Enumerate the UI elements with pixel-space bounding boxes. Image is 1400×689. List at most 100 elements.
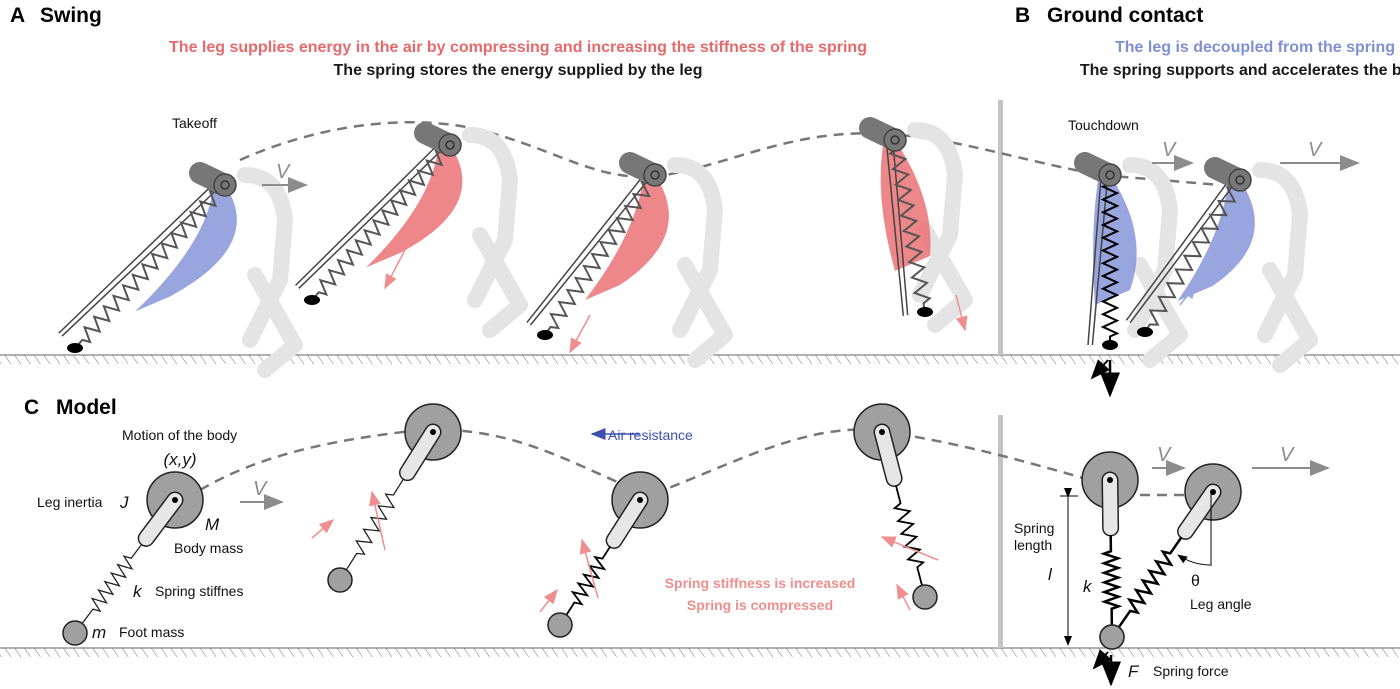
leg-link [607, 493, 647, 548]
xy-label: (x,y) [163, 450, 196, 469]
frame-rod [1087, 174, 1102, 346]
spring [544, 174, 656, 336]
force-arrow [955, 294, 968, 332]
k-symbol-b: k [1083, 577, 1093, 596]
spring-length-label-2: length [1014, 537, 1052, 553]
panel-b-subtitle-black: The spring supports and accelerates the … [1080, 62, 1400, 79]
roller-hub [445, 140, 455, 150]
leg-link [139, 493, 182, 546]
frame-rod [529, 173, 654, 326]
roller-hub [890, 135, 900, 145]
roller-end [438, 133, 462, 157]
foot-mass-circle [62, 620, 88, 646]
panel-a-title: Swing [40, 4, 102, 27]
roller-hub [650, 170, 660, 180]
leg-link [875, 425, 902, 486]
leg-link [400, 425, 440, 480]
motion-label: Motion of the body [122, 427, 237, 443]
model-unit [1081, 451, 1139, 650]
force-arrow [311, 519, 335, 539]
force-arrow [539, 588, 558, 613]
takeoff-label: Takeoff [172, 115, 217, 131]
frame-rod [1091, 174, 1109, 346]
model-unit [853, 403, 938, 610]
velocity-label: V [276, 161, 291, 183]
spring [311, 144, 451, 301]
cyclist-figure [58, 162, 303, 378]
velocity-label: V [1280, 444, 1295, 466]
hip-joint [637, 497, 643, 503]
roller-end [643, 163, 667, 187]
spring [1100, 534, 1123, 626]
panel-b-subtitle-blue: The leg is decoupled from the spring [1115, 39, 1395, 56]
ghost-rider [1122, 157, 1188, 368]
ghost-rider [462, 127, 528, 338]
M-symbol: M [205, 515, 220, 534]
force-arrow [1179, 283, 1197, 306]
model-unit [1099, 463, 1242, 650]
spring-force-arrow-diag [1092, 649, 1112, 670]
divider-top [998, 100, 1003, 355]
frame-rod [61, 182, 224, 337]
note-compressed: Spring is compressed [687, 597, 833, 613]
velocity-label: V [1308, 139, 1323, 161]
leg-link [1103, 473, 1118, 535]
leg-shape [135, 185, 237, 312]
ground-force-arrow-top-diag [1090, 359, 1110, 380]
foot [917, 307, 933, 317]
spring [74, 184, 226, 349]
force-arrow [880, 536, 939, 561]
leg-angle-arc [1177, 554, 1211, 566]
frame-rod [298, 142, 449, 289]
cyclist-figure [1125, 157, 1318, 373]
spring [1117, 536, 1183, 628]
swing-figures [58, 117, 1318, 378]
cyclist-figure [859, 117, 973, 333]
frame-rod [885, 141, 905, 316]
body-mass-label: Body mass [174, 540, 243, 556]
spring [1100, 175, 1120, 345]
spring [81, 543, 143, 624]
panel-b-title: Ground contact [1047, 4, 1203, 27]
F-symbol: F [1128, 662, 1140, 681]
leg-shape [366, 145, 463, 268]
velocity-label: V [1157, 444, 1172, 466]
foot [67, 343, 83, 353]
touchdown-label: Touchdown [1068, 117, 1139, 133]
air-resistance-label: Air resistance [608, 427, 693, 443]
panel-b-letter: B [1015, 4, 1030, 27]
l-symbol: l [1048, 565, 1053, 584]
ground-hatch-bottom [0, 648, 1400, 657]
hip-joint [879, 429, 885, 435]
foot-mass-circle [912, 584, 938, 610]
leg-shape [585, 175, 669, 300]
spring [892, 484, 926, 586]
roller-end [883, 128, 907, 152]
hip-joint [172, 497, 178, 503]
roller-end [213, 173, 237, 197]
force-arrow [579, 538, 599, 599]
J-symbol: J [119, 493, 129, 512]
cyclist-figure [295, 122, 528, 338]
theta-symbol: θ [1191, 573, 1200, 590]
roller-hub [1105, 170, 1115, 180]
panel-c-letter: C [24, 396, 39, 419]
spring [1144, 179, 1241, 333]
foot-mass-label: Foot mass [119, 624, 184, 640]
model-unit [62, 471, 204, 646]
model-figures [62, 403, 1242, 650]
foot-mass-circle [547, 612, 573, 638]
divider-bottom [998, 415, 1003, 648]
spring [345, 478, 405, 571]
roller-hub [220, 180, 230, 190]
frame-rod [1125, 174, 1234, 321]
frame-rod [58, 178, 220, 334]
ghost-rider [667, 157, 733, 368]
ghost-rider [1252, 162, 1318, 373]
force-arrow [569, 314, 591, 354]
roller-end [1228, 168, 1252, 192]
panel-a-subtitle-red: The leg supplies energy in the air by co… [169, 39, 867, 56]
panel-c-title: Model [56, 396, 117, 419]
ghost-rider [907, 122, 973, 333]
